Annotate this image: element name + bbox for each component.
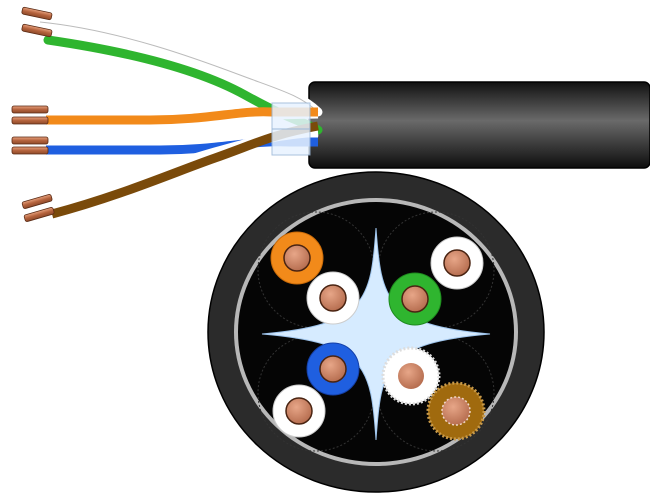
pair-separator-side — [271, 102, 311, 156]
conductor-green — [388, 272, 442, 326]
copper-conductors-side — [11, 6, 55, 222]
conductor-white-brown — [381, 346, 441, 406]
cable-jacket-side — [308, 81, 650, 169]
conductor-orange — [270, 231, 324, 285]
conductor-brown — [426, 381, 486, 441]
cable-cross-section — [207, 171, 545, 493]
conductor-white-orange — [306, 271, 360, 325]
conductor-white-blue — [272, 384, 326, 438]
conductor-blue — [306, 342, 360, 396]
conductor-white-green — [430, 236, 484, 290]
wire-orange-pair — [46, 105, 319, 125]
